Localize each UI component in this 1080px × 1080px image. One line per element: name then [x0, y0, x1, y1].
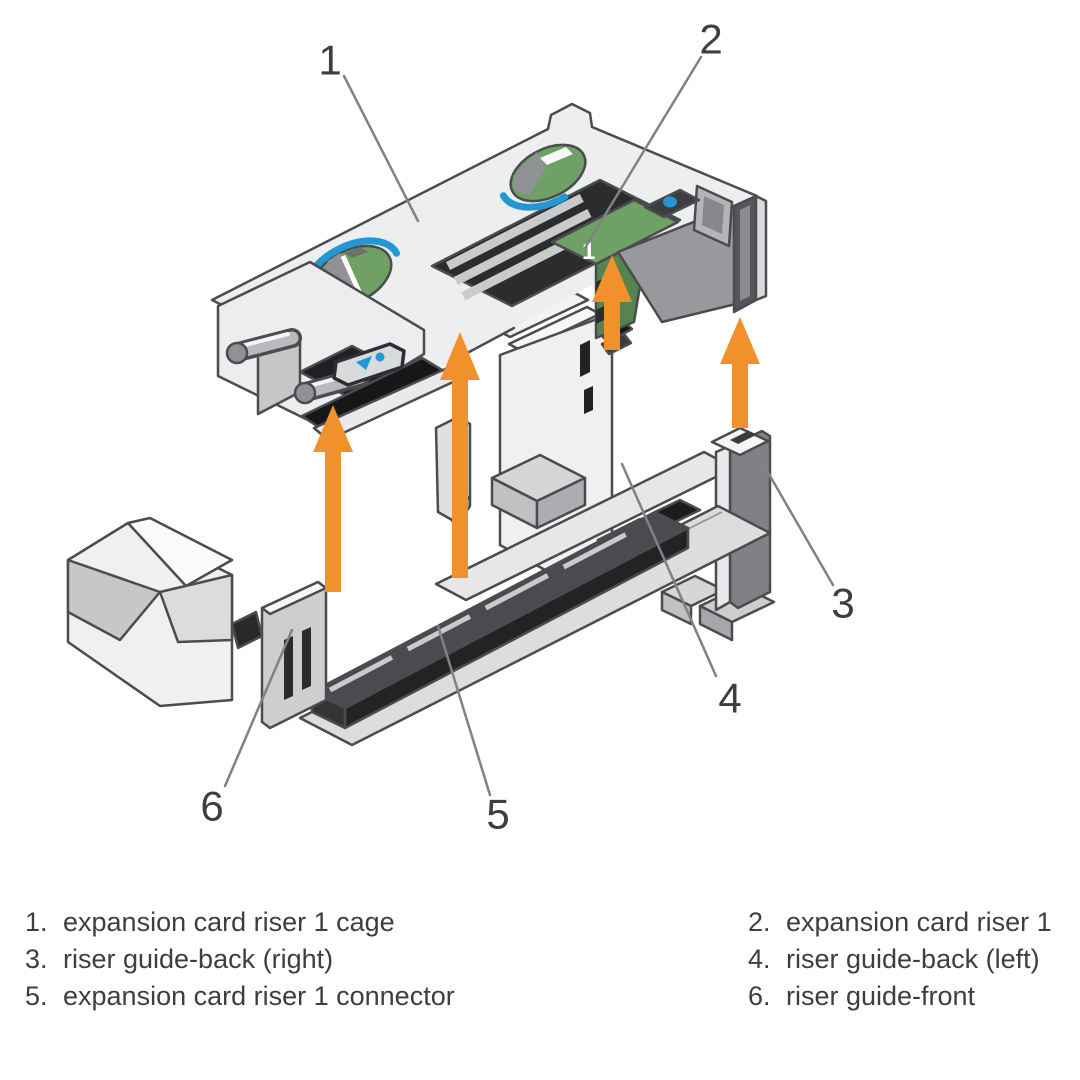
- legend-number: 6.: [748, 981, 771, 1011]
- legend-label: expansion card riser 1 cage: [63, 907, 395, 937]
- riser-card-number: 1: [582, 238, 595, 265]
- cage-front-bracket: [216, 260, 472, 530]
- callout-number: 2: [699, 16, 722, 63]
- up-arrow-icon: [720, 317, 760, 428]
- blue-arc-icon: [499, 192, 569, 211]
- insertion-arrows: [313, 255, 760, 592]
- blue-dot-tab: [643, 188, 701, 219]
- riser-guide-front: [260, 580, 328, 730]
- legend-number: 4.: [748, 944, 771, 974]
- callout-3: 3: [753, 448, 855, 627]
- callout-2: 2: [583, 16, 723, 250]
- callout-5: 5: [436, 624, 510, 838]
- chassis-fragment: [66, 516, 264, 708]
- legend-item-5: 5. expansion card riser 1 connector: [25, 981, 455, 1012]
- legend-number: 2.: [748, 907, 771, 937]
- cage-right-panel: [616, 184, 768, 324]
- legend-item-1: 1. expansion card riser 1 cage: [25, 907, 395, 938]
- legend-label: riser guide-front: [786, 981, 976, 1011]
- cage-top-outline: [210, 102, 759, 394]
- up-arrow-icon: [592, 255, 632, 350]
- thumb-hole-back: [499, 143, 587, 211]
- callout-number: 5: [486, 791, 509, 838]
- legend-item-3: 3. riser guide-back (right): [25, 944, 333, 975]
- legend-item-6: 6. riser guide-front: [748, 981, 975, 1012]
- legend-number: 5.: [25, 981, 48, 1011]
- legend-number: 3.: [25, 944, 48, 974]
- callout-1: 1: [318, 37, 420, 223]
- callout-number: 3: [831, 580, 854, 627]
- up-arrow-icon: [440, 332, 480, 578]
- thumbscrew-hook: [225, 328, 302, 365]
- legend-label: riser guide-back (left): [786, 944, 1040, 974]
- legend-label: expansion card riser 1 connector: [63, 981, 455, 1011]
- release-latch: [332, 342, 406, 387]
- up-arrow-icon: [313, 405, 353, 592]
- legend-item-4: 4. riser guide-back (left): [748, 944, 1040, 975]
- callout-number: 1: [318, 37, 341, 84]
- legend-number: 1.: [25, 907, 48, 937]
- callout-number: 6: [200, 783, 223, 830]
- callout-number: 4: [718, 675, 741, 722]
- callout-4: 4: [620, 462, 742, 722]
- legend-label: expansion card riser 1: [786, 907, 1052, 937]
- callouts: 1 2 3 4 5 6: [200, 16, 854, 838]
- callout-6: 6: [200, 628, 294, 830]
- riser-cage: 1: [210, 102, 768, 530]
- legend-label: riser guide-back (right): [63, 944, 334, 974]
- chassis-lower-assembly: [66, 291, 776, 747]
- legend-item-2: 2. expansion card riser 1: [748, 907, 1052, 938]
- riser-connector: [310, 498, 702, 730]
- exploded-view-diagram: 1: [66, 16, 855, 838]
